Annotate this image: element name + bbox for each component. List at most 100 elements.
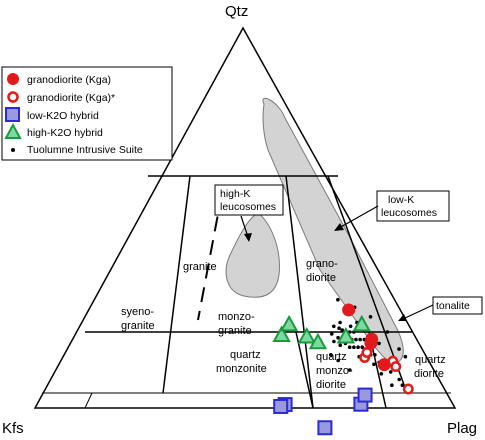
boundary-syenogranite-monzogranite — [162, 175, 191, 394]
data-point-dot — [368, 315, 373, 319]
data-point-dot — [332, 324, 336, 329]
data-point-dot — [337, 326, 341, 331]
callout-label: low-K — [388, 194, 414, 206]
data-point-dot — [348, 324, 353, 329]
data-point-dot — [377, 341, 381, 346]
data-point-dot — [329, 332, 334, 336]
data-point-dot — [354, 337, 358, 342]
callout-box — [376, 190, 450, 222]
boundary-lower-left — [84, 392, 93, 409]
legend-marker-dot — [11, 148, 15, 152]
field-label-quartz-monzodiorite: quartz — [316, 351, 347, 363]
vertex-label-qtz: Qtz — [225, 3, 248, 20]
data-point-dot — [347, 345, 352, 350]
legend-marker-square — [5, 107, 20, 122]
legend-marker-triangle — [4, 122, 22, 139]
data-point-dot — [336, 358, 341, 363]
data-point-filled-circle — [364, 336, 378, 350]
callout-arrow — [402, 304, 434, 320]
callout-box — [214, 184, 284, 216]
field-label-monzogranite: granite — [218, 325, 252, 337]
data-point-dot — [372, 362, 376, 367]
field-label-quartz-diorite: quartz — [415, 354, 446, 366]
dashed-granite-boundary — [197, 192, 223, 321]
data-point-dot — [352, 345, 356, 350]
callout-high-k-leucosomes: high-K leucosomes — [214, 184, 284, 242]
data-point-dot — [390, 383, 394, 388]
data-point-square — [273, 398, 289, 414]
callout-arrow — [338, 205, 379, 229]
data-point-dot — [397, 347, 401, 351]
data-point-square — [317, 420, 333, 436]
legend-box — [1, 66, 173, 161]
callout-low-k-leucosomes: low-K leucosomes — [334, 190, 450, 231]
data-point-dot — [373, 353, 377, 357]
legend-label: low-K2O hybrid — [27, 110, 99, 122]
legend-marker-open-circle — [7, 91, 19, 103]
legend-label: granodiorite (Kga)* — [27, 92, 115, 104]
data-point-triangle — [336, 327, 356, 344]
data-point-dot — [358, 337, 362, 342]
field-label-quartz-diorite: diorite — [414, 368, 444, 380]
data-point-dot — [397, 377, 402, 382]
data-point-dot — [403, 354, 408, 359]
data-point-dot — [338, 320, 342, 325]
field-labels: granite syeno- granite monzo- granite gr… — [121, 258, 446, 391]
field-label-granodiorite: grano- — [306, 258, 338, 270]
legend-label: granodiorite (Kga) — [27, 74, 111, 86]
data-point-dot — [348, 368, 352, 372]
data-point-square — [357, 387, 373, 403]
high-k-leucosome-field — [225, 212, 280, 298]
legend-marker-filled-circle — [7, 73, 19, 85]
field-label-syenogranite: granite — [121, 320, 155, 332]
field-label-quartz-monzonite: monzonite — [216, 363, 267, 375]
data-point-triangle — [279, 314, 299, 332]
data-point-dot — [336, 335, 340, 340]
field-label-granite: granite — [183, 261, 217, 273]
callout-arrowhead — [244, 233, 252, 242]
data-point-dot — [332, 339, 336, 344]
data-point-dot — [379, 372, 384, 376]
boundary-qmonzonite-qmonzodiorite — [295, 331, 314, 409]
field-label-granodiorite: diorite — [306, 272, 336, 284]
data-point-dot — [400, 383, 405, 388]
data-point-dot — [336, 297, 340, 302]
data-points-layer — [272, 297, 414, 436]
data-point-dot — [340, 328, 345, 332]
data-point-dot — [360, 345, 365, 350]
callout-label: high-K — [220, 188, 250, 200]
data-point-triangle — [308, 332, 328, 350]
data-point-dot — [385, 330, 390, 334]
data-point-dot — [338, 343, 343, 348]
callout-arrow — [240, 215, 249, 238]
data-point-triangle — [297, 327, 316, 344]
ternary-triangle — [33, 26, 457, 409]
vertex-label-kfs: Kfs — [2, 420, 24, 437]
callout-tonalite: tonalite — [398, 296, 483, 321]
boundary-monzogranite-granodiorite — [285, 175, 314, 409]
callout-label: leucosomes — [220, 201, 276, 213]
data-point-filled-circle — [342, 303, 356, 317]
data-point-open-circle — [402, 383, 414, 395]
callout-arrowhead — [398, 314, 407, 321]
field-label-quartz-monzodiorite: diorite — [316, 379, 346, 391]
field-label-quartz-monzonite: quartz — [230, 349, 261, 361]
callout-arrowhead — [334, 223, 344, 231]
field-label-quartz-monzodiorite: monzo- — [316, 365, 353, 377]
callout-label: leucosomes — [381, 207, 437, 219]
legend-label: Tuolumne Intrusive Suite — [27, 144, 143, 156]
data-point-filled-circle — [377, 358, 391, 372]
data-point-dot — [329, 353, 333, 357]
vertex-label-plag: Plag — [447, 420, 477, 437]
data-point-dot — [356, 345, 360, 350]
callout-label: tonalite — [436, 300, 470, 312]
data-point-dot — [388, 370, 393, 374]
field-label-monzogranite: monzo- — [218, 311, 255, 323]
data-point-triangle — [272, 325, 291, 343]
data-point-open-circle — [390, 361, 402, 373]
data-point-triangle — [352, 314, 371, 332]
field-label-syenogranite: syeno- — [121, 306, 154, 318]
legend-label: high-K2O hybrid — [27, 127, 103, 139]
legend: granodiorite (Kga) granodiorite (Kga)* l… — [1, 66, 173, 161]
